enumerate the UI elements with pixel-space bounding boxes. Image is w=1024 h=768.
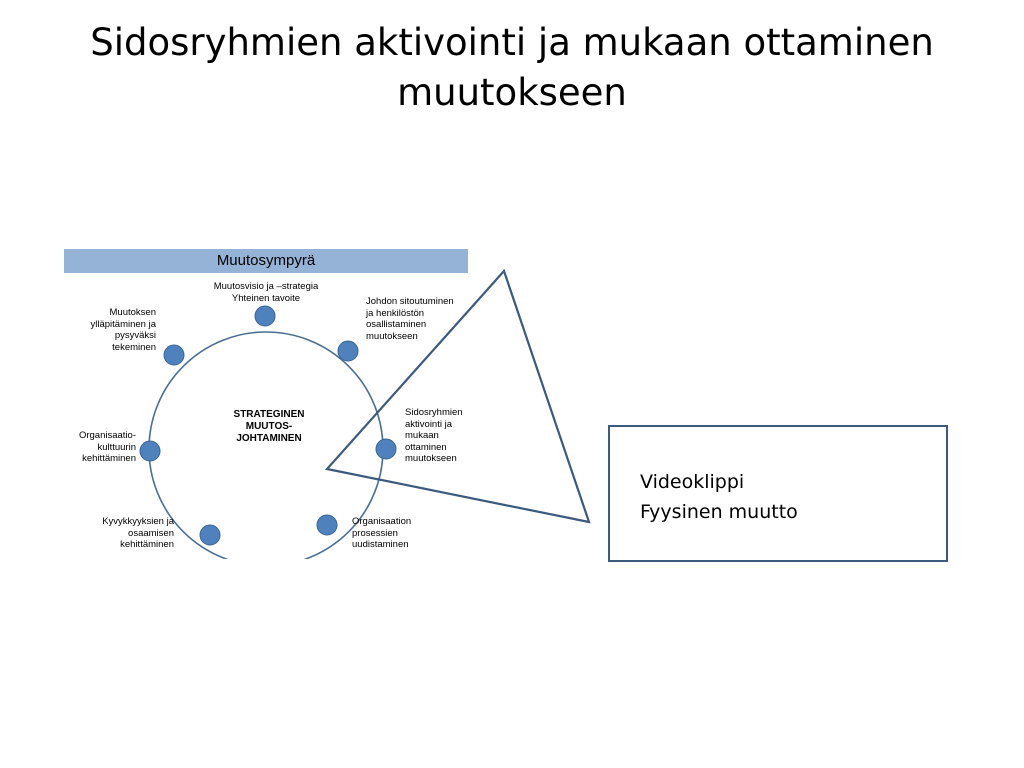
node-label-culture: Organisaatio- kulttuurin kehittäminen [78, 430, 136, 464]
callout-line-video: Videoklippi [640, 471, 745, 493]
ring-nodes [139, 305, 397, 546]
node-label-sustaining: Muutoksen ylläpitäminen ja pysyväksi tek… [90, 307, 156, 353]
node-leadership [337, 340, 359, 362]
change-circle-diagram: Muutosympyrä STRATEGINEN MUUTOS- JOHTAMI… [64, 249, 468, 559]
node-label-stakeholders: Sidosryhmien aktivointi ja mukaan ottami… [405, 407, 463, 464]
center-label: STRATEGINEN MUUTOS- JOHTAMINEN [233, 409, 305, 444]
node-label-processes: Organisaation prosessien uudistaminen [352, 516, 412, 550]
node-culture [139, 440, 161, 462]
diagram-header: Muutosympyrä [64, 249, 468, 273]
callout-triangle [324, 268, 591, 524]
node-label-capabilities: Kyvykkyyksien ja osaamisen kehittäminen [102, 516, 174, 550]
media-callout-text: Videoklippi Fyysinen muutto [640, 467, 798, 527]
node-label-vision: Muutosvisio ja –strategia Yhteinen tavoi… [213, 281, 319, 304]
change-circle-svg [139, 305, 397, 559]
callout-line-move: Fyysinen muutto [640, 501, 798, 523]
slide-title: Sidosryhmien aktivointi ja mukaan ottami… [90, 21, 934, 114]
node-sustaining [163, 344, 185, 366]
media-callout-box: Videoklippi Fyysinen muutto [608, 425, 948, 562]
node-capabilities [199, 524, 221, 546]
node-stakeholders [375, 438, 397, 460]
node-label-leadership: Johdon sitoutuminen ja henkilöstön osall… [366, 296, 454, 342]
node-vision [254, 305, 276, 327]
node-processes [316, 514, 338, 536]
